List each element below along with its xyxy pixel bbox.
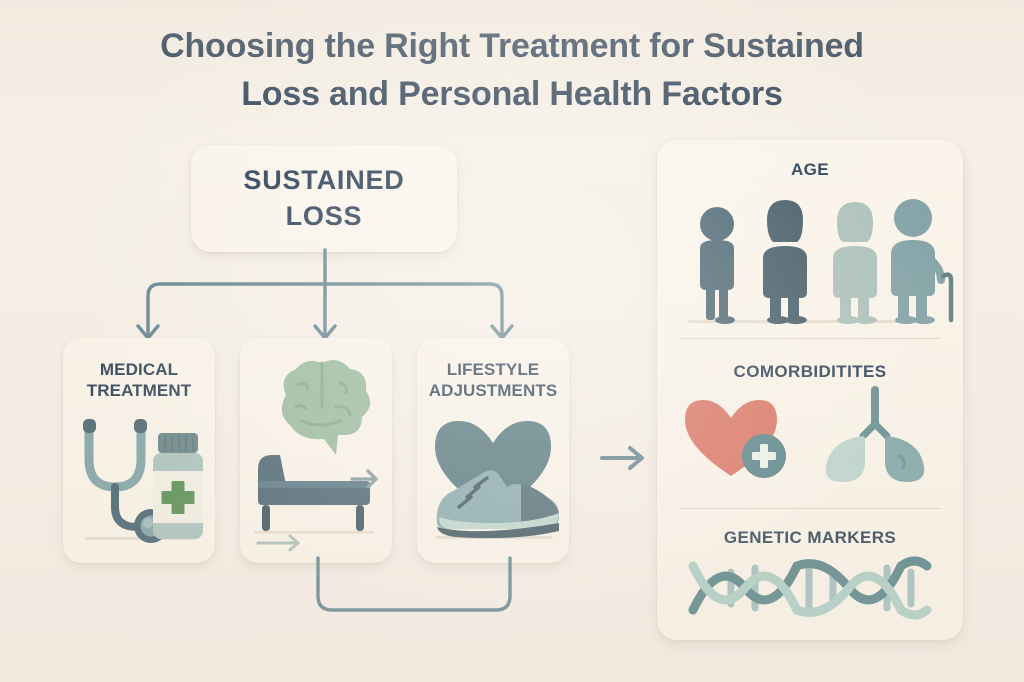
- dna-helix-icon: [688, 556, 932, 620]
- arrow-right-to-factors: [600, 446, 644, 470]
- person-elder-cane-icon: [891, 199, 945, 324]
- lungs-icon: [825, 386, 925, 482]
- panel-divider-2: [679, 508, 941, 509]
- lifestyle-icons: [417, 403, 569, 553]
- brain-icon: [281, 360, 371, 455]
- option-card-label-0: MEDICAL TREATMENT: [49, 360, 229, 401]
- page-title: Choosing the Right Treatment for Sustain…: [0, 22, 1024, 119]
- arrow-right-icon: [350, 469, 378, 489]
- option-card-medical-treatment[interactable]: MEDICAL TREATMENT: [63, 338, 215, 563]
- arrow-right-icon-secondary: [256, 534, 300, 552]
- factor-title-genetic-markers: GENETIC MARKERS: [723, 528, 897, 547]
- person-adult-icon: [763, 200, 807, 324]
- green-cross-icon: [161, 481, 195, 514]
- age-figures: [657, 180, 963, 330]
- factor-comorbidities: COMORBIDITITES: [657, 362, 963, 487]
- factor-title-comorbidities: COMORBIDITITES: [733, 362, 887, 381]
- root-node-line-2: LOSS: [285, 200, 363, 231]
- running-shoe-icon: [436, 470, 559, 539]
- option-label-2-line-1: LIFESTYLE: [446, 360, 540, 379]
- cane-icon: [940, 272, 954, 323]
- factor-genetic-markers: GENETIC MARKERS: [657, 528, 963, 628]
- medical-treatment-icons: [63, 403, 215, 553]
- heart-plus-icon: [685, 400, 786, 478]
- root-node-sustained-loss[interactable]: SUSTAINED LOSS: [191, 145, 457, 252]
- dna-art: [657, 548, 963, 628]
- factor-title-age: AGE: [790, 160, 830, 179]
- option-label-2-line-2: ADJUSTMENTS: [428, 380, 558, 400]
- therapy-couch-icon: [254, 455, 374, 534]
- health-factors-panel[interactable]: AGE: [657, 140, 963, 640]
- person-senior-icon: [833, 202, 877, 324]
- person-child-icon: [700, 207, 735, 324]
- option-card-label-2: LIFESTYLE ADJUSTMENTS: [403, 360, 583, 401]
- title-line-2: Loss and Personal Health Factors: [241, 75, 783, 114]
- branch-connector: [136, 248, 514, 340]
- title-line-1: Choosing the Right Treatment for Sustain…: [160, 27, 864, 65]
- panel-divider-1: [679, 338, 941, 339]
- option-label-0-line-2: TREATMENT: [86, 380, 192, 400]
- root-node-line-1: SUSTAINED: [243, 164, 405, 195]
- therapy-icons: [240, 351, 392, 552]
- loop-connector: [316, 556, 512, 612]
- root-node-text: SUSTAINED LOSS: [191, 145, 457, 252]
- option-card-lifestyle-adjustments[interactable]: LIFESTYLE ADJUSTMENTS: [417, 338, 569, 563]
- option-label-0-line-1: MEDICAL: [99, 360, 179, 379]
- option-card-therapy[interactable]: [240, 338, 392, 563]
- pill-bottle-icon: [153, 433, 203, 539]
- factor-age: AGE: [657, 160, 963, 330]
- comorbidity-icons: [657, 382, 963, 487]
